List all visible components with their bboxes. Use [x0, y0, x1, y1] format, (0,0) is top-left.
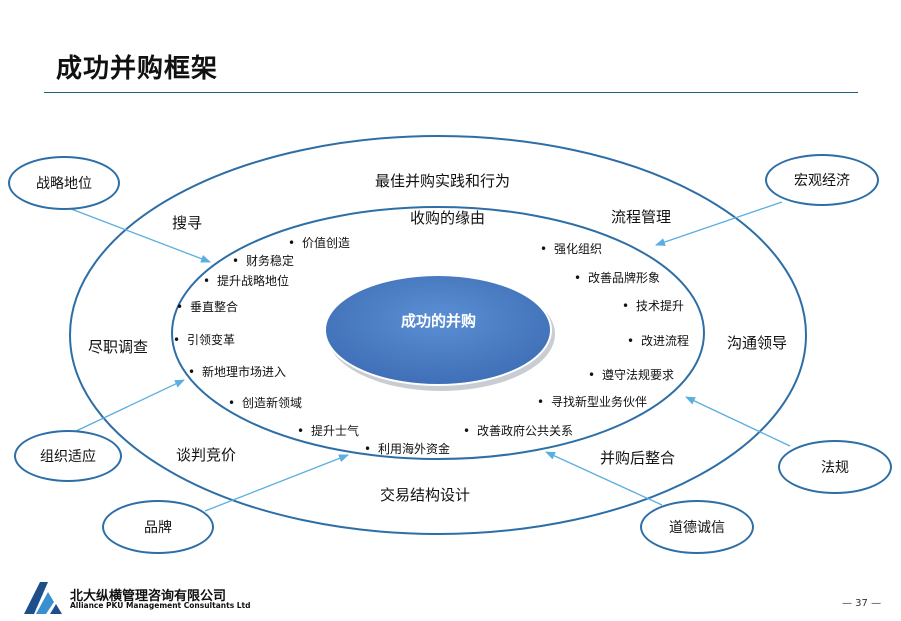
- reason-item: •改善品牌形象: [574, 271, 661, 285]
- reason-item: •创造新领域: [228, 396, 303, 410]
- label-due-diligence: 尽职调查: [88, 338, 149, 356]
- label-acquisition-reasons: 收购的缘由: [410, 209, 486, 227]
- page-title: 成功并购框架: [56, 54, 219, 84]
- reason-item: •引领变革: [173, 333, 236, 347]
- factor-macro-economy: 宏观经济: [765, 154, 879, 206]
- label-search: 搜寻: [172, 214, 203, 232]
- reason-item: •遵守法规要求: [588, 368, 675, 382]
- label-post-integration: 并购后整合: [600, 449, 676, 467]
- label-deal-structure: 交易结构设计: [380, 486, 471, 504]
- reason-item: •垂直整合: [176, 300, 239, 314]
- reason-item: •价值创造: [288, 236, 351, 250]
- label-negotiation: 谈判竞价: [176, 446, 237, 464]
- reason-item: •提升士气: [297, 424, 360, 438]
- company-name-cn: 北大纵横管理咨询有限公司: [70, 589, 227, 604]
- factor-regulations: 法规: [778, 440, 892, 494]
- center-label: 成功的并购: [400, 312, 476, 330]
- reason-item: •寻找新型业务伙伴: [537, 395, 648, 409]
- reason-item: •改善政府公共关系: [463, 424, 574, 438]
- arrow-macro-economy: [655, 201, 783, 246]
- reason-item: •财务稳定: [232, 254, 295, 268]
- reason-item: •新地理市场进入: [188, 365, 287, 379]
- reason-item: •改进流程: [627, 334, 690, 348]
- factor-ethics: 道德诚信: [640, 500, 754, 554]
- factor-strategic-position: 战略地位: [8, 156, 120, 210]
- factor-org-adaptation: 组织适应: [14, 430, 122, 482]
- reason-item: •强化组织: [540, 242, 603, 256]
- factor-brand: 品牌: [102, 500, 214, 554]
- center-ellipse: [324, 274, 552, 386]
- label-comm-leadership: 沟通领导: [727, 334, 788, 352]
- reason-item: •提升战略地位: [203, 274, 290, 288]
- company-name-en: Alliance PKU Management Consultants Ltd: [70, 601, 251, 610]
- company-logo-icon: [24, 582, 62, 614]
- inner-ring: [171, 206, 705, 460]
- label-process-mgmt: 流程管理: [611, 208, 672, 226]
- title-divider: [44, 92, 858, 93]
- arrow-brand: [204, 454, 349, 512]
- reason-item: •利用海外资金: [364, 442, 451, 456]
- outer-ring: [69, 135, 807, 535]
- page-number: — 37 —: [842, 598, 882, 609]
- arrow-strategic-position: [65, 206, 211, 263]
- reason-item: •技术提升: [622, 299, 685, 313]
- arrow-ethics: [545, 451, 663, 506]
- arrow-regulations: [685, 396, 791, 447]
- arrow-org-adaptation: [73, 379, 185, 433]
- label-best-practices: 最佳并购实践和行为: [375, 172, 511, 190]
